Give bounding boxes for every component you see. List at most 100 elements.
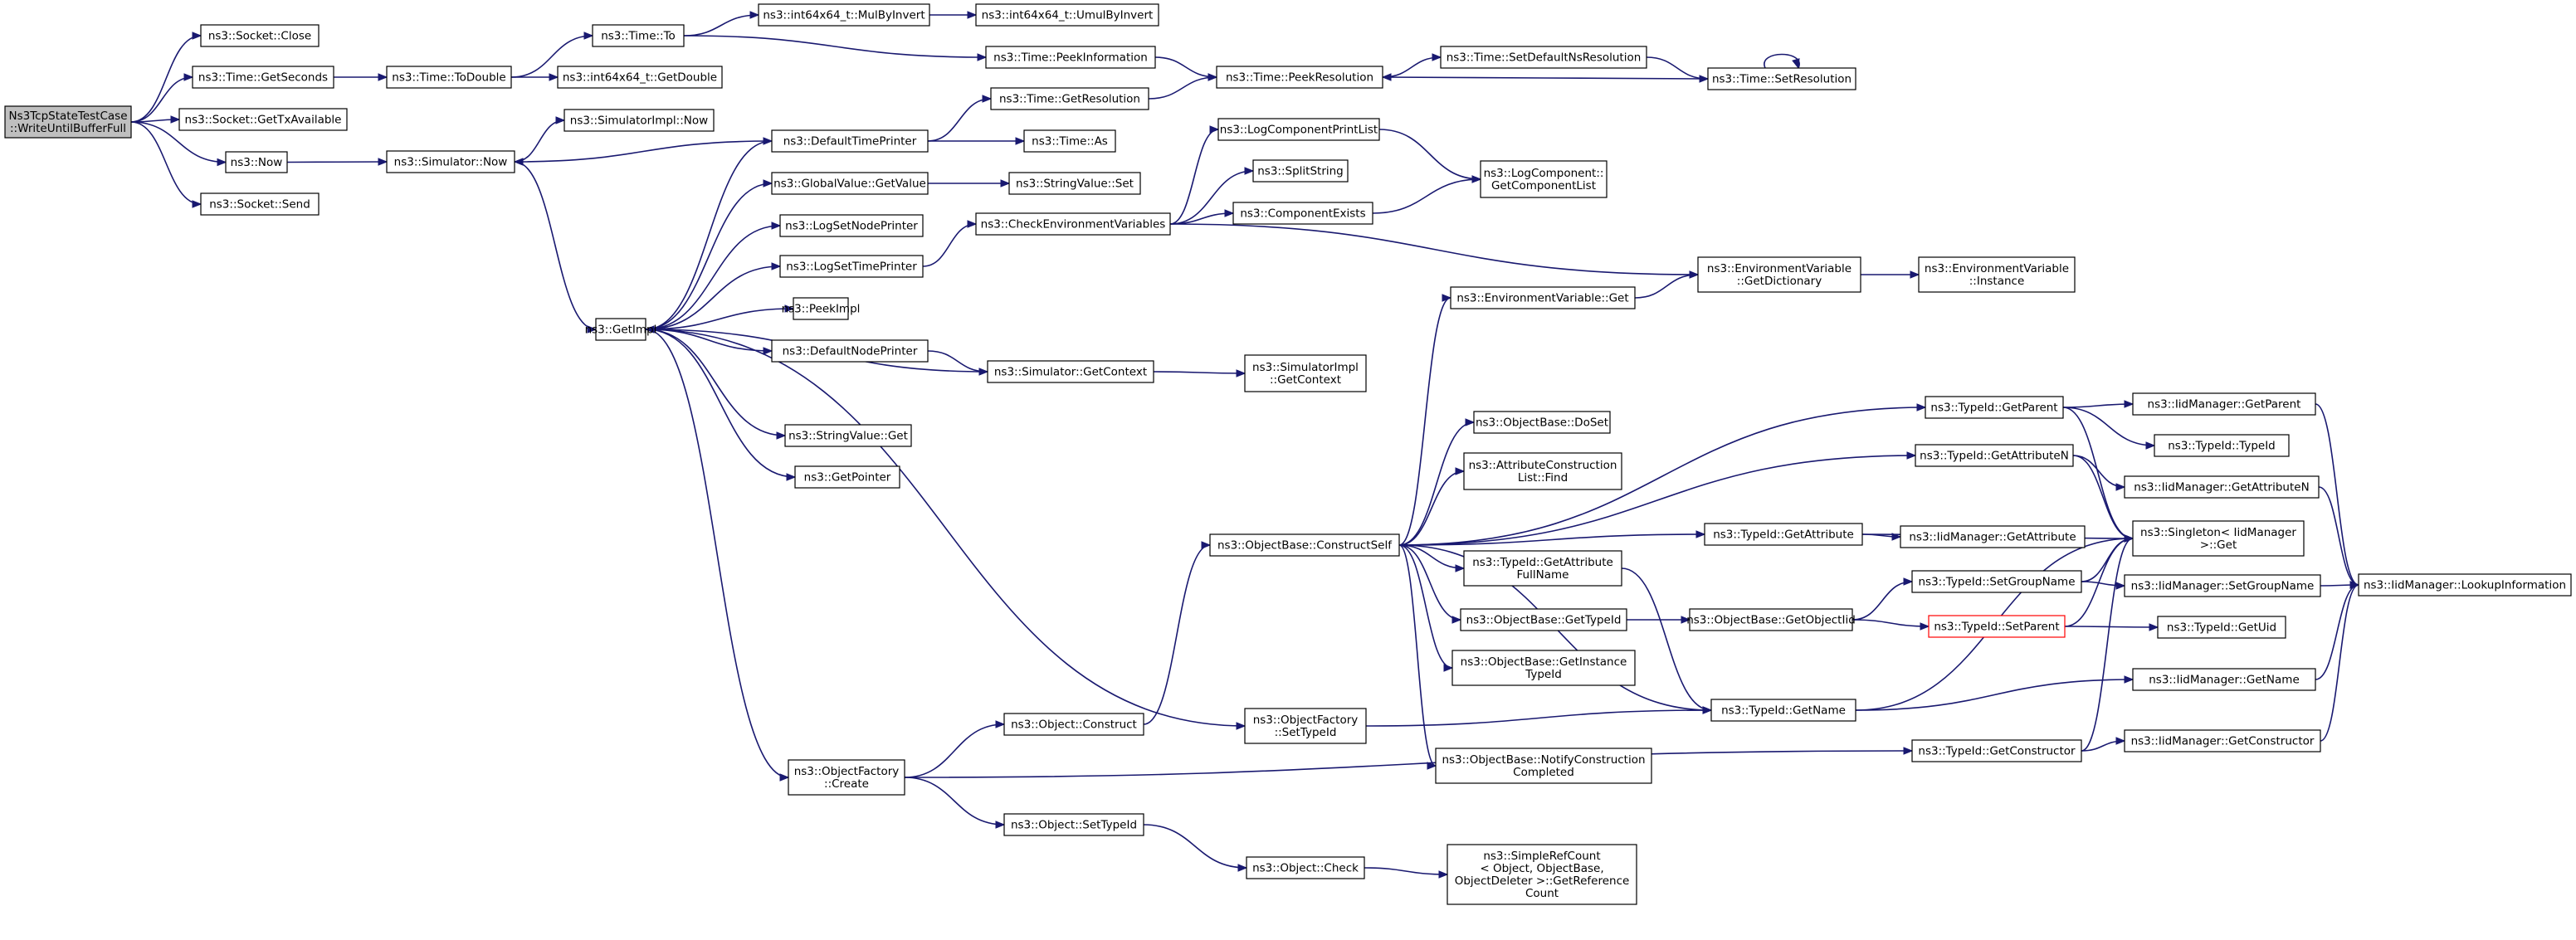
node-typeid-getparent[interactable]: ns3::TypeId::GetParent — [1925, 396, 2064, 419]
node-box — [1008, 172, 1141, 195]
edge-arrowhead — [776, 431, 787, 440]
node-iid-getconstructor[interactable]: ns3::IidManager::GetConstructor — [2124, 729, 2321, 752]
node-box — [1928, 615, 2066, 638]
node-objbase-notifyconstruction[interactable]: ns3::ObjectBase::NotifyConstructionCompl… — [1435, 748, 1652, 784]
node-iid-getattrn[interactable]: ns3::IidManager::GetAttributeN — [2124, 475, 2320, 499]
edge-objbase-constructself-to-objbase-getinstancetypeid — [1398, 544, 1453, 669]
node-time-peekinfo[interactable]: ns3::Time::PeekInformation — [985, 46, 1156, 69]
node-objbase-gettypeid[interactable]: ns3::ObjectBase::GetTypeId — [1460, 608, 1627, 631]
node-typeid-setgroupname[interactable]: ns3::TypeId::SetGroupName — [1911, 570, 2082, 593]
node-int64-mulbyinvert[interactable]: ns3::int64x64_t::MulByInvert — [758, 3, 930, 27]
node-time-todouble[interactable]: ns3::Time::ToDouble — [386, 66, 512, 89]
node-time-setdefaultns[interactable]: ns3::Time::SetDefaultNsResolution — [1440, 46, 1647, 69]
node-objfactory-settypeid[interactable]: ns3::ObjectFactory::SetTypeId — [1244, 708, 1367, 744]
node-typeid-setparent[interactable]: ns3::TypeId::SetParent — [1928, 615, 2066, 638]
node-objbase-doset[interactable]: ns3::ObjectBase::DoSet — [1473, 411, 1611, 434]
node-simimpl-getcontext[interactable]: ns3::SimulatorImpl::GetContext — [1244, 354, 1367, 392]
node-socket-close[interactable]: ns3::Socket::Close — [200, 24, 320, 47]
edge-root-to-now — [130, 121, 227, 163]
node-typeid-getattrn[interactable]: ns3::TypeId::GetAttributeN — [1915, 444, 2074, 467]
node-iid-setgroupname[interactable]: ns3::IidManager::SetGroupName — [2124, 574, 2321, 597]
edge-arrowhead — [1237, 864, 1248, 872]
node-time-getseconds[interactable]: ns3::Time::GetSeconds — [192, 66, 334, 89]
node-socket-gettxavail[interactable]: ns3::Socket::GetTxAvailable — [178, 108, 348, 131]
node-label: ::WriteUntilBufferFull — [10, 122, 126, 135]
node-stringvalue-set[interactable]: ns3::StringValue::Set — [1008, 172, 1141, 195]
edge-typeid-setparent-to-typeid-getuid — [2064, 626, 2159, 628]
node-iid-lookupinfo[interactable]: ns3::IidManager::LookupInformation — [2358, 573, 2572, 597]
node-int64-getdouble[interactable]: ns3::int64x64_t::GetDouble — [557, 66, 723, 89]
node-label: ns3::SimulatorImpl — [1252, 361, 1359, 374]
node-log-set-time-printer[interactable]: ns3::LogSetTimePrinter — [779, 255, 924, 278]
node-box — [985, 46, 1156, 69]
node-envvar-instance[interactable]: ns3::EnvironmentVariable::Instance — [1918, 256, 2076, 293]
node-iid-getname[interactable]: ns3::IidManager::GetName — [2132, 668, 2316, 691]
node-logcomp-getlist[interactable]: ns3::LogComponent::GetComponentList — [1480, 160, 1608, 198]
node-box — [975, 3, 1159, 27]
node-log-comp-printlist[interactable]: ns3::LogComponentPrintList — [1217, 118, 1380, 141]
node-globalvalue-get[interactable]: ns3::GlobalValue::GetValue — [771, 172, 929, 195]
node-peek-impl[interactable]: ns3::PeekImpl — [782, 297, 861, 320]
node-simulator-now[interactable]: ns3::Simulator::Now — [386, 150, 515, 173]
node-label: ns3::Object::Construct — [1011, 718, 1137, 732]
node-label: ns3::Simulator::GetContext — [994, 366, 1147, 379]
node-typeid-typeid[interactable]: ns3::TypeId::TypeId — [2154, 434, 2290, 457]
edge-objbase-constructself-to-attr-construction-find — [1398, 470, 1465, 546]
node-default-node-printer[interactable]: ns3::DefaultNodePrinter — [771, 339, 929, 363]
node-typeid-getname[interactable]: ns3::TypeId::GetName — [1710, 699, 1856, 722]
edge-arrowhead — [644, 325, 655, 334]
node-typeid-getconstructor[interactable]: ns3::TypeId::GetConstructor — [1911, 739, 2082, 762]
node-object-check[interactable]: ns3::Object::Check — [1246, 856, 1365, 879]
node-component-exists[interactable]: ns3::ComponentExists — [1232, 202, 1373, 225]
node-iid-getattr[interactable]: ns3::IidManager::GetAttribute — [1900, 525, 2086, 548]
node-object-construct[interactable]: ns3::Object::Construct — [1003, 713, 1144, 736]
node-label: ObjectDeleter >::GetReference — [1455, 874, 1630, 888]
edge-arrowhead — [378, 158, 388, 166]
node-box — [2124, 574, 2321, 597]
node-objbase-getobjectiid[interactable]: ns3::ObjectBase::GetObjectIid — [1686, 608, 1856, 631]
edge-arrowhead — [183, 73, 194, 81]
node-stringvalue-get[interactable]: ns3::StringValue::Get — [784, 424, 912, 447]
node-now[interactable]: ns3::Now — [225, 151, 288, 173]
node-time-as[interactable]: ns3::Time::As — [1023, 129, 1116, 153]
edge-arrowhead — [2349, 581, 2360, 589]
node-envvar-getdict[interactable]: ns3::EnvironmentVariable::GetDictionary — [1697, 256, 1861, 293]
node-label: ns3::IidManager::GetAttributeN — [2134, 481, 2309, 494]
node-objfactory-create[interactable]: ns3::ObjectFactory::Create — [788, 759, 905, 796]
node-log-set-node-printer[interactable]: ns3::LogSetNodePrinter — [779, 214, 924, 237]
node-get-impl[interactable]: ns3::GetImpl — [585, 318, 657, 341]
node-root[interactable]: Ns3TcpStateTestCase::WriteUntilBufferFul… — [4, 105, 132, 139]
edge-arrowhead — [1201, 541, 1212, 549]
node-object-settypeid[interactable]: ns3::Object::SetTypeId — [1003, 813, 1144, 836]
node-int64-umulbyinvert[interactable]: ns3::int64x64_t::UmulByInvert — [975, 3, 1159, 27]
node-simplerefcount-getref[interactable]: ns3::SimpleRefCount< Object, ObjectBase,… — [1447, 844, 1637, 905]
node-objbase-constructself[interactable]: ns3::ObjectBase::ConstructSelf — [1209, 533, 1400, 557]
node-time-getres[interactable]: ns3::Time::GetResolution — [990, 87, 1149, 110]
node-label: ns3::int64x64_t::GetDouble — [563, 71, 717, 85]
node-simimpl-now[interactable]: ns3::SimulatorImpl::Now — [564, 109, 715, 132]
edge-arrowhead — [2124, 675, 2134, 684]
node-default-time-printer[interactable]: ns3::DefaultTimePrinter — [771, 129, 929, 153]
node-typeid-getattr[interactable]: ns3::TypeId::GetAttribute — [1704, 523, 1863, 546]
node-label: ns3::TypeId::GetConstructor — [1918, 745, 2076, 758]
node-iid-getparent[interactable]: ns3::IidManager::GetParent — [2132, 392, 2316, 416]
node-envvar-get[interactable]: ns3::EnvironmentVariable::Get — [1450, 286, 1636, 309]
edge-arrowhead — [1443, 664, 1454, 672]
node-label: ns3::ObjectBase::GetInstance — [1461, 655, 1627, 669]
node-label: Completed — [1513, 766, 1574, 779]
node-simulator-getcontext[interactable]: ns3::Simulator::GetContext — [987, 360, 1154, 383]
node-time-to[interactable]: ns3::Time::To — [592, 24, 685, 47]
node-singleton-get[interactable]: ns3::Singleton< IidManager >::Get — [2132, 520, 2305, 557]
node-typeid-getuid[interactable]: ns3::TypeId::GetUid — [2157, 616, 2286, 639]
node-time-setres[interactable]: ns3::Time::SetResolution — [1707, 67, 1856, 90]
node-socket-send[interactable]: ns3::Socket::Send — [200, 192, 320, 216]
edge-arrowhead — [982, 95, 993, 103]
node-split-string[interactable]: ns3::SplitString — [1252, 159, 1349, 183]
node-box — [1232, 202, 1373, 225]
node-get-pointer[interactable]: ns3::GetPointer — [794, 465, 900, 489]
node-time-peekres[interactable]: ns3::Time::PeekResolution — [1216, 66, 1383, 89]
node-check-env[interactable]: ns3::CheckEnvironmentVariables — [975, 212, 1171, 236]
